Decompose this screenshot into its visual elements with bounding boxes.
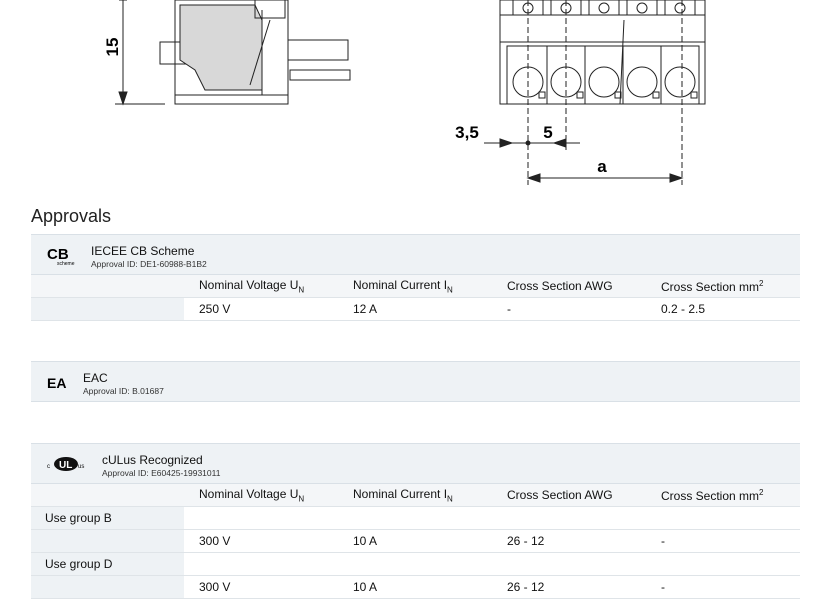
approval-name: IECEE CB Scheme: [91, 244, 195, 258]
approval-eac: EAC EAC Approval ID: B.01687: [31, 361, 800, 402]
svg-text:us: us: [78, 464, 84, 470]
svg-text:scheme: scheme: [57, 261, 75, 266]
dim-height-label: 15: [103, 38, 122, 57]
col-nominal-voltage: Nominal Voltage UN: [199, 277, 305, 295]
group-label-row: Use group B: [31, 507, 800, 530]
svg-text:c: c: [47, 464, 50, 470]
dim-a-label: a: [597, 157, 607, 176]
col-cross-section-awg: Cross Section AWG: [507, 488, 613, 502]
technical-drawing: 15: [103, 0, 706, 185]
col-nominal-voltage: Nominal Voltage UN: [199, 486, 305, 504]
col-cross-section-mm: Cross Section mm2: [661, 487, 764, 503]
approval-id: Approval ID: DE1-60988-B1B2: [91, 259, 207, 269]
approval-header: EAC EAC Approval ID: B.01687: [31, 361, 800, 402]
svg-text:EAC: EAC: [47, 375, 67, 391]
approval-header: UL c us cULus Recognized Approval ID: E6…: [31, 443, 800, 484]
table-row: 300 V 10 A 26 - 12 -: [31, 576, 800, 599]
cb-scheme-logo-icon: CB scheme: [47, 246, 75, 266]
approval-id: Approval ID: B.01687: [83, 386, 164, 396]
approval-header: CB scheme IECEE CB Scheme Approval ID: D…: [31, 234, 800, 275]
table-header-row: Nominal Voltage UN Nominal Current IN Cr…: [31, 484, 800, 507]
dim-offset-label: 3,5: [455, 123, 479, 142]
approvals-title: Approvals: [31, 206, 112, 226]
eac-logo-icon: EAC: [47, 375, 67, 391]
approval-name: EAC: [83, 371, 108, 385]
approval-id: Approval ID: E60425-19931011: [102, 468, 221, 478]
approval-name: cULus Recognized: [102, 453, 203, 467]
svg-text:CB: CB: [47, 246, 69, 263]
table-header-row: Nominal Voltage UN Nominal Current IN Cr…: [31, 275, 800, 298]
culus-logo-icon: UL c us: [47, 457, 84, 471]
col-nominal-current: Nominal Current IN: [353, 277, 453, 295]
col-cross-section-mm: Cross Section mm2: [661, 278, 764, 294]
dim-pitch-label: 5: [543, 123, 552, 142]
svg-text:UL: UL: [59, 460, 72, 471]
table-row: 300 V 10 A 26 - 12 -: [31, 530, 800, 553]
approval-cb-scheme: CB scheme IECEE CB Scheme Approval ID: D…: [31, 234, 800, 321]
col-cross-section-awg: Cross Section AWG: [507, 279, 613, 293]
approval-culus: UL c us cULus Recognized Approval ID: E6…: [31, 443, 800, 599]
group-label-row: Use group D: [31, 553, 800, 576]
col-nominal-current: Nominal Current IN: [353, 486, 453, 504]
table-row: 250 V 12 A - 0.2 - 2.5: [31, 298, 800, 321]
